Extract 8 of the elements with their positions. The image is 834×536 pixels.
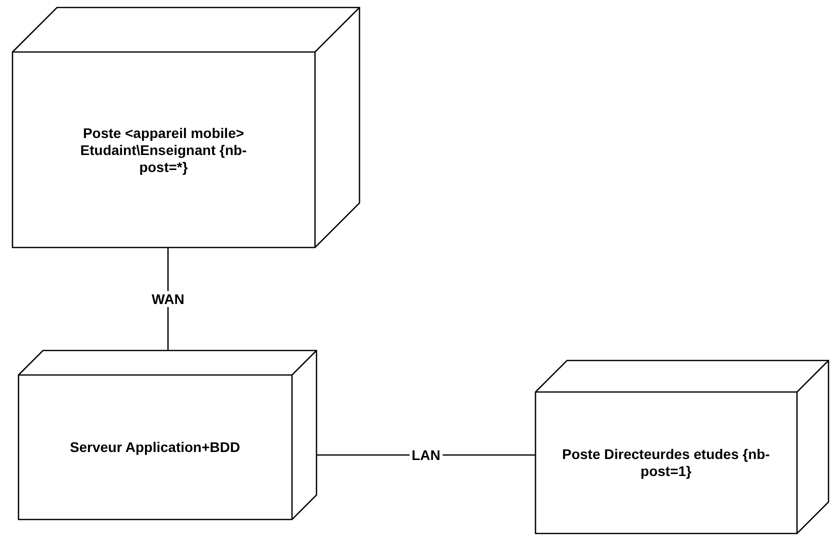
- edge-label: LAN: [410, 447, 442, 463]
- device-node: [18, 350, 317, 520]
- edge-label: WAN: [150, 291, 186, 307]
- node-label: Poste <appareil mobile> Etudaint\Enseignant {nb-post=*}: [79, 124, 248, 176]
- node-label: Serveur Application+BDD: [70, 439, 240, 456]
- device-node: [12, 7, 360, 248]
- node-label: Poste Directeurdes etudes {nb-post=1}: [561, 446, 771, 480]
- device-node: [535, 360, 829, 534]
